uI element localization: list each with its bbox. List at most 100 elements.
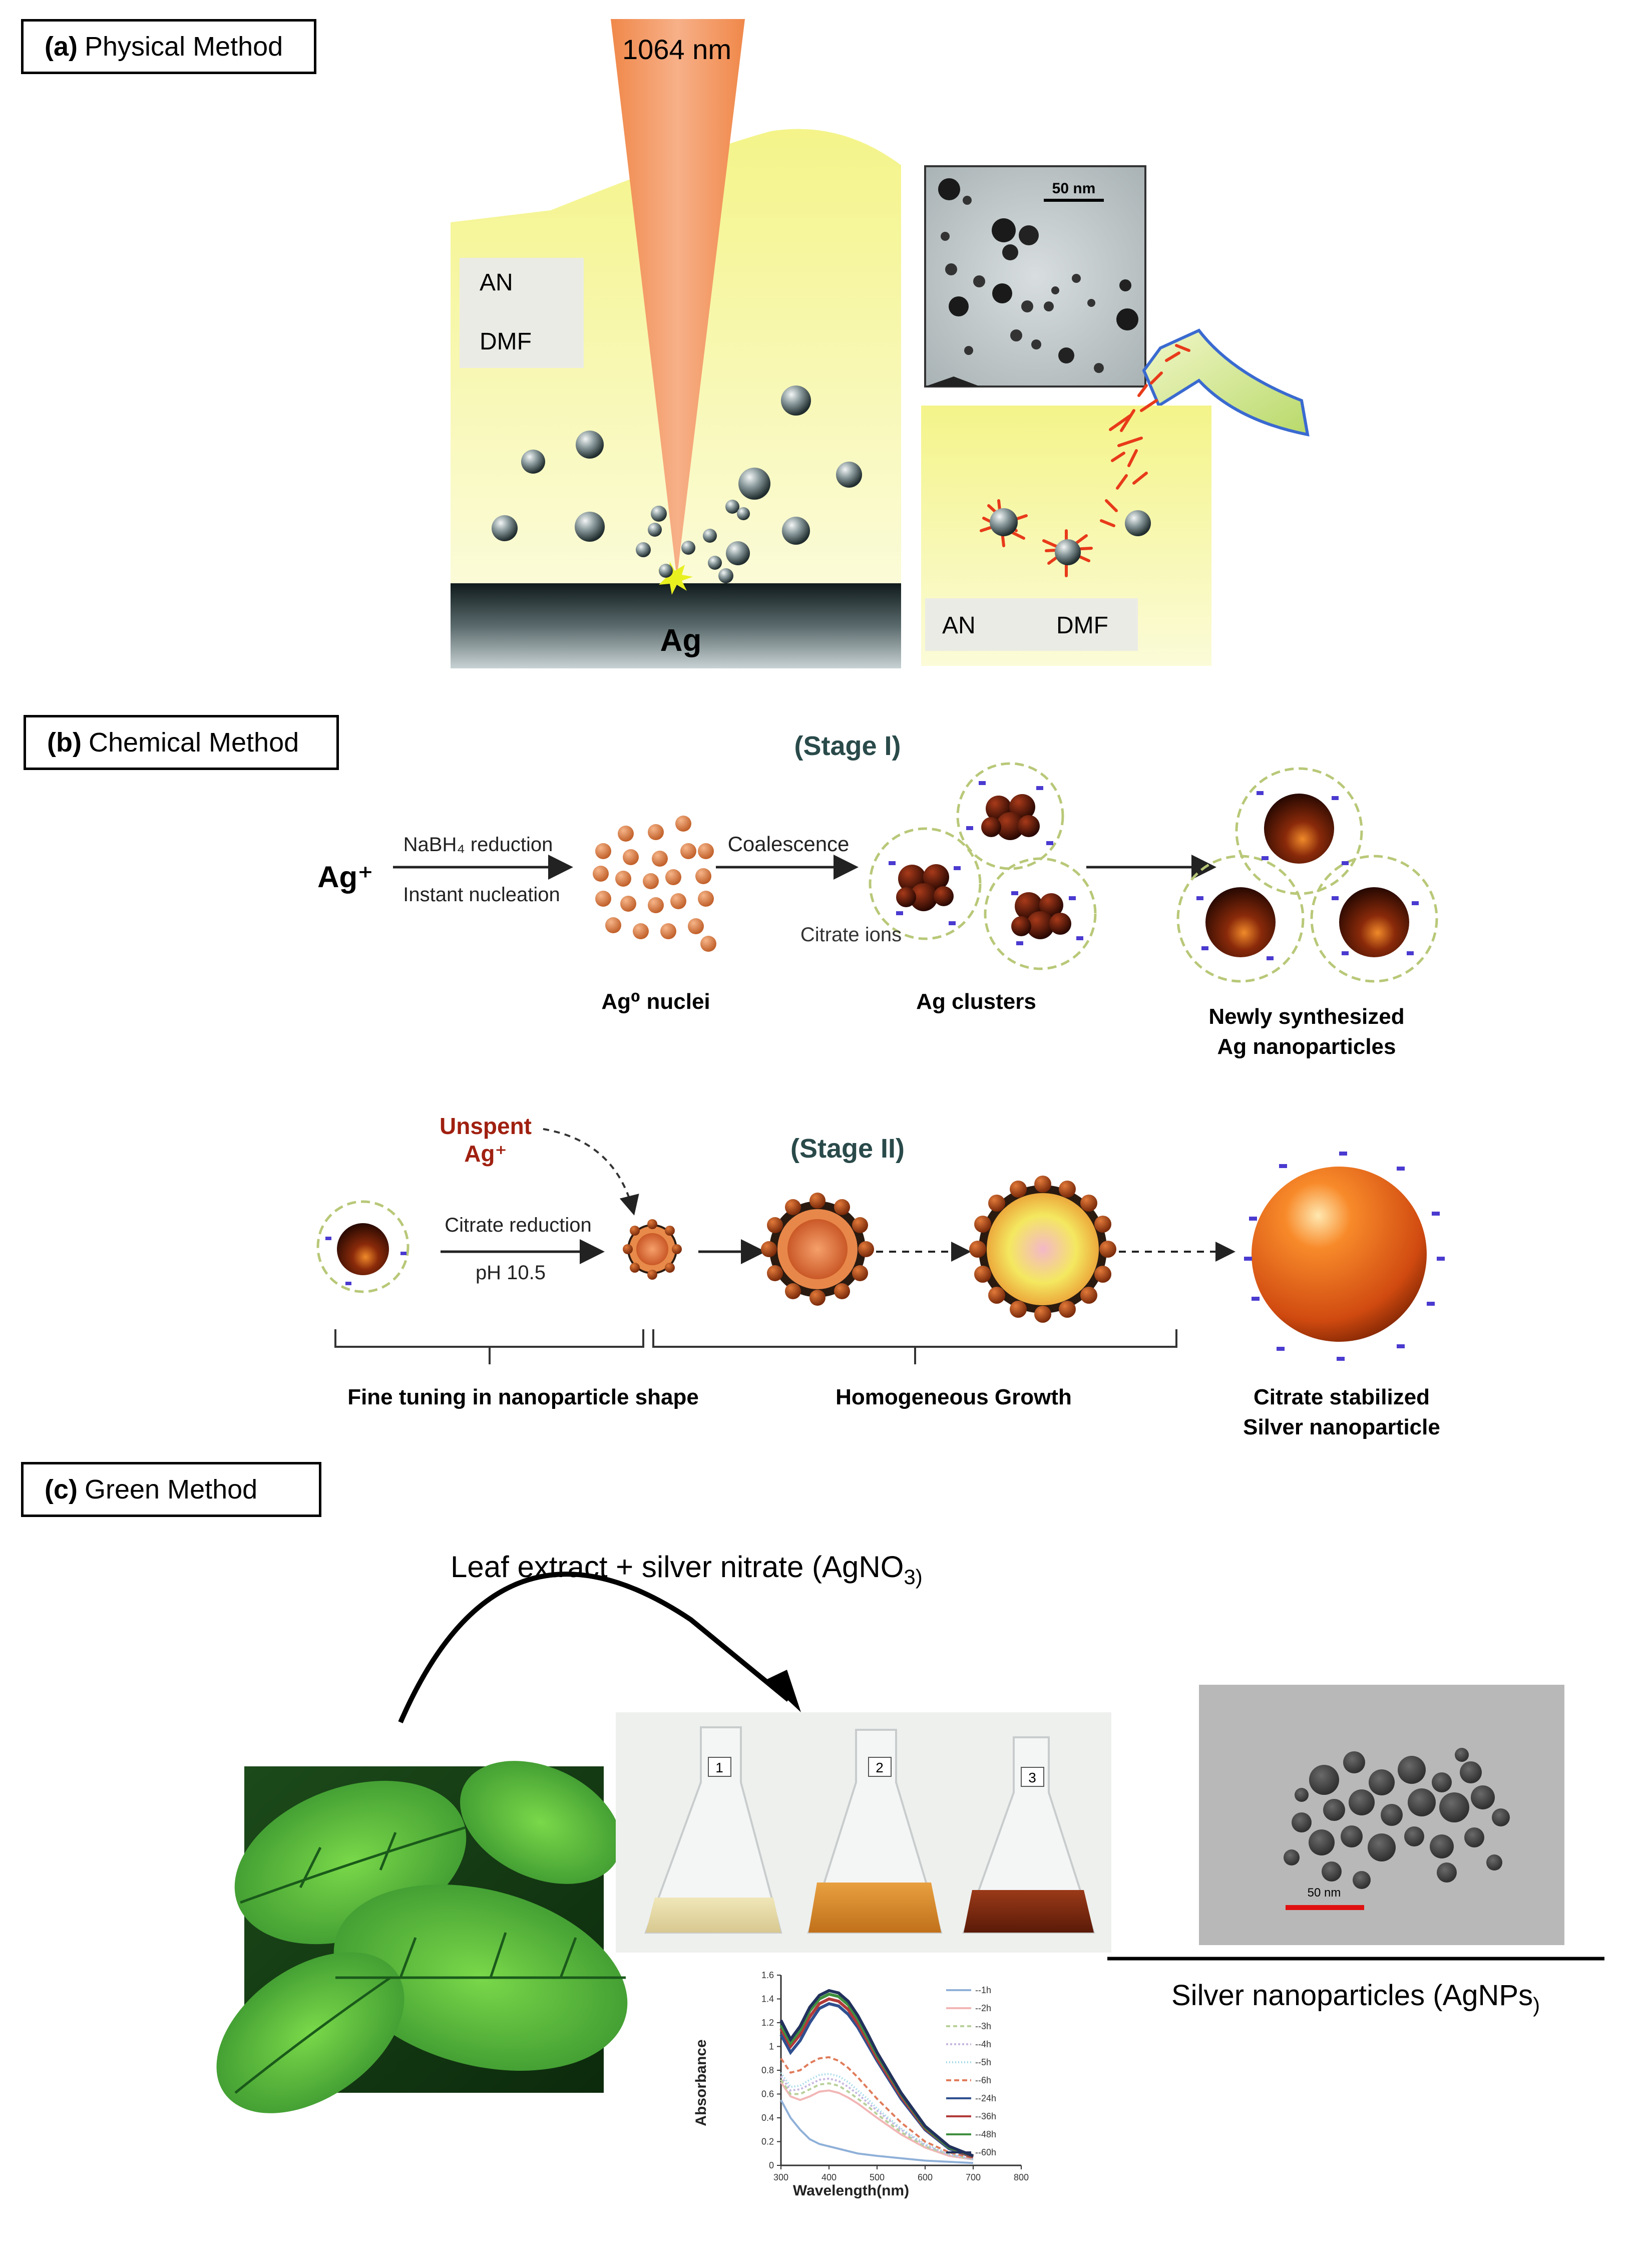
growing-particle-2 xyxy=(969,1176,1116,1323)
ablated-nanoparticles xyxy=(492,386,862,583)
uv-x-tick-label: 400 xyxy=(821,2172,837,2182)
single-capped-particle xyxy=(316,1200,409,1293)
sem-image: 50 nm xyxy=(1199,1685,1564,1945)
seed-particle xyxy=(623,1219,682,1280)
ag-clusters-label: Ag clusters xyxy=(916,989,1036,1014)
ag-ion-label: Ag⁺ xyxy=(317,860,373,894)
coalescence-label: Coalescence xyxy=(728,832,850,856)
solvent-label-an-2: AN xyxy=(942,612,976,639)
flask-3: 3 xyxy=(962,1736,1095,1934)
solvent-label-dmf-2: DMF xyxy=(1056,612,1108,639)
uv-y-tick-label: 0 xyxy=(769,2160,774,2170)
panel-b-stage1: (Stage I) Ag⁺ NaBH₄ reduction Instant nu… xyxy=(317,731,1438,1059)
uv-series-3h xyxy=(780,2079,974,2161)
uv-x-tick-label: 800 xyxy=(1014,2172,1029,2182)
panel-c-label: (c) Green Method xyxy=(21,1462,321,1517)
unspent-label-2: Ag⁺ xyxy=(464,1141,507,1167)
uv-y-tick-label: 0.2 xyxy=(761,2137,774,2147)
solvent-label-an: AN xyxy=(480,269,513,296)
uv-x-tick-label: 700 xyxy=(966,2172,981,2182)
flask-1-number: 1 xyxy=(715,1760,723,1775)
uv-series-1h xyxy=(780,2099,974,2164)
ag0-nuclei-label: Ag⁰ nuclei xyxy=(601,989,710,1014)
uv-legend-label: --3h xyxy=(975,2021,991,2031)
uv-chart-axes: 300 400 500 600 700 800 0 0.2 0.4 0.6 0.8 1 1.2 1.4 1.… xyxy=(761,1970,1029,2182)
silver-target xyxy=(451,583,901,668)
uv-vis-chart: 300 400 500 600 700 800 0 0.2 0.4 0.6 0.8 1 1.2 1.4 1.… xyxy=(691,1963,1051,2199)
flask-3-number: 3 xyxy=(1028,1770,1036,1785)
uv-legend-label: --4h xyxy=(975,2039,991,2049)
uv-chart-legend: --1h--2h--3h--4h--5h--6h--24h--36h--48h-… xyxy=(946,1985,996,2157)
citrate-stabilized-particle xyxy=(1244,1152,1445,1361)
uv-y-tick-label: 1.2 xyxy=(761,2018,774,2028)
uv-y-tick-label: 0.8 xyxy=(761,2065,774,2075)
uv-legend-label: --36h xyxy=(975,2111,996,2121)
newly-synthesized-label-1: Newly synthesized xyxy=(1208,1004,1404,1029)
uv-ylabel: Absorbance xyxy=(693,2039,709,2126)
uv-legend-label: --2h xyxy=(975,2003,991,2013)
agnps-label: Silver nanoparticles (AgNPs) xyxy=(1171,1979,1540,2017)
panel-c-letter: (c) xyxy=(45,1474,78,1505)
panel-c-green-method: Leaf extract + silver nitrate (AgNO3) xyxy=(216,1550,1604,2199)
citrate-reduction-label: Citrate reduction xyxy=(445,1214,591,1236)
uv-legend-label: --6h xyxy=(975,2075,991,2085)
uv-x-tick-label: 600 xyxy=(918,2172,933,2182)
uv-y-tick-label: 1.4 xyxy=(761,1994,774,2004)
sem-scale-label: 50 nm xyxy=(1308,1886,1341,1900)
panel-a-label: (a) Physical Method xyxy=(21,19,316,74)
growing-particle-1 xyxy=(761,1193,874,1306)
uv-series-6h xyxy=(780,2056,974,2159)
instant-nucleation-label: Instant nucleation xyxy=(403,884,560,906)
uv-x-tick-label: 300 xyxy=(773,2172,788,2182)
unspent-dashed-arrow xyxy=(543,1128,639,1216)
uv-legend-label: --60h xyxy=(975,2147,996,2157)
panel-b-stage2: Unspent Ag⁺ (Stage II) Citrate reduction… xyxy=(316,1113,1445,1439)
reaction-arrow-head xyxy=(766,1670,801,1712)
capped-nanoparticle-box: AN DMF xyxy=(921,344,1211,666)
citrate-ions-label: Citrate ions xyxy=(800,924,902,946)
flask-2: 2 xyxy=(807,1729,943,1934)
ag-clusters-group xyxy=(869,762,1097,970)
solvent-label-box-1: AN DMF xyxy=(460,258,584,368)
stage2-brackets xyxy=(334,1329,1177,1364)
uv-y-tick-label: 1 xyxy=(769,2042,774,2052)
uv-y-tick-label: 0.6 xyxy=(761,2089,774,2099)
tem-scale-label: 50 nm xyxy=(1052,180,1096,197)
citrate-stabilized-label-2: Silver nanoparticle xyxy=(1243,1415,1440,1439)
uv-series-60h xyxy=(779,1989,974,2157)
fine-tuning-label: Fine tuning in nanoparticle shape xyxy=(347,1385,699,1409)
stage1-label: (Stage I) xyxy=(794,731,901,761)
panel-b-title: Chemical Method xyxy=(88,727,299,758)
curved-arrow xyxy=(1142,328,1310,437)
uv-legend-label: --24h xyxy=(975,2093,996,2103)
panel-c-title: Green Method xyxy=(85,1474,258,1505)
homogeneous-growth-label: Homogeneous Growth xyxy=(836,1385,1072,1409)
panel-b-letter: (b) xyxy=(47,727,82,758)
uv-y-tick-label: 1.6 xyxy=(761,1970,774,1980)
solvent-label-dmf: DMF xyxy=(480,328,532,355)
panel-a-letter: (a) xyxy=(45,32,78,62)
unspent-label-1: Unspent xyxy=(440,1113,532,1139)
leaf-photo xyxy=(216,1761,628,2113)
reaction-curved-arrow xyxy=(398,1572,790,1723)
tem-image-physical: 50 nm xyxy=(924,165,1146,388)
uv-series-5h xyxy=(780,2072,974,2161)
panel-a-title: Physical Method xyxy=(85,32,283,62)
uv-legend-label: --48h xyxy=(975,2129,996,2139)
uv-legend-label: --1h xyxy=(975,1985,991,1995)
ablation-spark xyxy=(658,562,693,595)
stage2-label: (Stage II) xyxy=(790,1134,905,1164)
newly-synthesized-nanoparticles xyxy=(1176,767,1438,983)
nabh4-label: NaBH₄ reduction xyxy=(403,834,553,856)
newly-synthesized-label-2: Ag nanoparticles xyxy=(1217,1034,1396,1059)
ph-label: pH 10.5 xyxy=(476,1262,546,1284)
target-label: Ag xyxy=(660,623,702,658)
uv-series-2h xyxy=(780,2081,974,2161)
uv-xlabel: Wavelength(nm) xyxy=(793,2182,909,2199)
uv-y-tick-label: 0.4 xyxy=(761,2113,774,2123)
uv-x-tick-label: 500 xyxy=(870,2172,885,2182)
laser-wavelength-label: 1064 nm xyxy=(622,34,731,65)
panel-b-label: (b) Chemical Method xyxy=(24,715,339,770)
